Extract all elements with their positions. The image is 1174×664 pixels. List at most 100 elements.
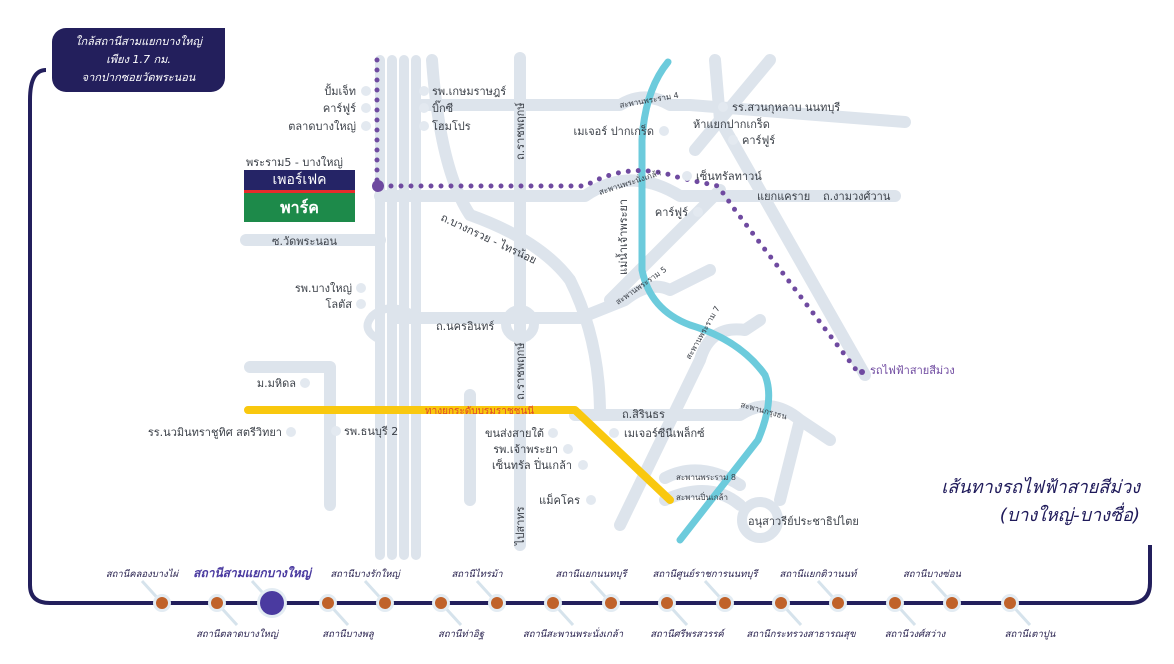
road-label: ถ.นครอินทร์ [436,320,494,333]
station[interactable]: สถานีบางซ่อน [903,568,962,612]
poi-label: บิ๊กซี [432,100,454,115]
callout-line: จากปากซอยวัดพระนอน [81,71,196,84]
chao-phraya-river [638,58,773,544]
station-list: สถานีคลองบางไผ่สถานีตลาดบางใหญ่ สถานีสามแ… [106,565,1056,640]
callout-line: ใกล้สถานีสามแยกบางใหญ่ [75,35,202,48]
poi-label: ขนส่งสายใต้ [485,427,544,440]
river-label: แม่น้ำเจ้าพระยา [615,199,630,275]
road-label: ถ.งามวงศ์วาน [823,190,891,203]
expressway-line [244,406,674,504]
station-label: สถานีเตาปูน [1005,628,1056,640]
station-marker[interactable] [1004,597,1016,609]
station-marker[interactable] [719,597,731,609]
station[interactable]: สถานีบางพลู [319,594,375,640]
distance-callout: ใกล้สถานีสามแยกบางใหญ่ เพียง 1.7 กม. จาก… [52,28,225,92]
project-caption: พระราม5 - บางใหญ่ [246,156,343,169]
poi-label: แม็คโคร [539,493,580,507]
station-label: สถานีศูนย์ราชการนนทบุรี [653,568,760,580]
station[interactable]: สถานีศรีพรสวรรค์ [650,594,726,640]
poi-label: รพ.เจ้าพระยา [493,443,558,456]
poi-label: ปั้มเจ็ท [324,83,356,98]
station-marker[interactable] [775,597,787,609]
road-label: ถ.ราชพฤกษ์ [514,342,527,400]
station-marker[interactable] [156,597,168,609]
station-marker[interactable] [946,597,958,609]
poi-label: อนุสาวรีย์ประชาธิปไตย [748,515,859,528]
station[interactable]: สถานีบางรักใหญ่ [330,568,402,612]
points-of-interest: ปั้มเจ็ท คาร์ฟูร์ ตลาดบางใหญ่ รพ.เกษมราษ… [148,83,859,528]
station-label: สถานีตลาดบางใหญ่ [196,628,280,640]
station-label: สถานีสะพานพระนั่งเกล้า [523,627,624,640]
station-label: สถานีแยกนนทบุรี [555,568,628,580]
station-marker[interactable] [322,597,334,609]
callout-line: เพียง 1.7 กม. [106,53,171,66]
station[interactable]: สถานีสามแยกบางใหญ่ [193,565,313,618]
bang-yai-junction-marker [372,180,384,192]
station-label: สถานีสามแยกบางใหญ่ [193,565,313,580]
poi-label: โฮมโปร [432,119,471,133]
station-marker[interactable] [605,597,617,609]
poi-label: รร.สวนกุหลาบ นนทบุรี [732,101,840,114]
poi-label: เซ็นทรัล ปิ่นเกล้า [492,457,572,472]
poi-label: คาร์ฟูร์ [742,134,775,147]
road-label: ไปสาทร [514,506,527,546]
purple-line-label: รถไฟฟ้าสายสีม่วง [870,364,955,377]
station[interactable]: สถานีท่าอิฐ [432,594,485,640]
station[interactable]: สถานีแยกนนทบุรี [555,568,629,612]
station[interactable]: สถานีแยกติวานนท์ [780,568,859,612]
road-label: ถ.สิรินธร [622,408,665,421]
station-label: สถานีศรีพรสวรรค์ [650,628,726,640]
heading-line2: (บางใหญ่-บางซื่อ) [999,505,1140,526]
poi-label: เมเจอร์ซีนีเพล็กซ์ [624,426,705,440]
station[interactable]: สถานีวงศ์สว่าง [885,594,947,640]
station-marker[interactable] [379,597,391,609]
road-label: ถ.ราชพฤกษ์ [514,102,527,160]
station-label: สถานีกระทรวงสาธารณสุข [746,628,856,640]
station-marker[interactable] [435,597,447,609]
heading-line1: เส้นทางรถไฟฟ้าสายสีม่วง [941,477,1140,498]
station[interactable]: สถานีกระทรวงสาธารณสุข [746,594,856,640]
station-label: สถานีคลองบางไผ่ [106,568,180,580]
station-label: สถานีบางพลู [322,628,375,640]
poi-label: รพ.ธนบุรี 2 [344,425,398,438]
poi-label: เซ็นทรัลทาวน์ [696,169,762,183]
poi-label: รพ.เกษมราษฎร์ [432,85,506,98]
perfect-park-logo: เพอร์เฟค พาร์ค [244,170,355,222]
station-label: สถานีวงศ์สว่าง [885,628,947,640]
station-label: สถานีบางรักใหญ่ [330,568,401,580]
bridge-label: สะพานปิ่นเกล้า [676,491,728,502]
logo-bottom: พาร์ค [244,193,355,222]
poi-label: ม.มหิดล [257,377,296,390]
station-marker[interactable] [547,597,559,609]
poi-label: คาร์ฟูร์ [655,206,688,219]
road-label: ซ.วัดพระนอน [272,235,337,248]
current-station-marker[interactable] [260,591,284,615]
logo-top: เพอร์เฟค [244,170,355,193]
poi-label: รพ.บางใหญ่ [295,282,352,295]
station-marker[interactable] [211,597,223,609]
station[interactable]: สถานีสะพานพระนั่งเกล้า [523,594,624,640]
station[interactable]: สถานีคลองบางไผ่ [106,568,180,612]
station-label: สถานีไทรม้า [451,568,503,580]
station-marker[interactable] [832,597,844,609]
expressway-label: ทางยกระดับบรมราชชนนี [425,405,534,417]
poi-label: คาร์ฟูร์ [323,102,356,115]
purple-line-track [28,68,1152,605]
bridge-label: สะพานพระราม 8 [676,473,736,482]
road-label: ห้าแยกปากเกร็ด [693,117,770,131]
station-label: สถานีบางซ่อน [903,568,962,580]
map-heading: เส้นทางรถไฟฟ้าสายสีม่วง (บางใหญ่-บางซื่อ… [930,474,1140,530]
station-marker[interactable] [889,597,901,609]
road-label: แยกแคราย [757,190,810,203]
poi-label: รร.นวมินทราชูทิศ สตรีวิทยา [148,426,282,439]
station[interactable]: สถานีเตาปูน [1001,594,1056,640]
station-marker[interactable] [661,597,673,609]
station-marker[interactable] [491,597,503,609]
station[interactable]: สถานีศูนย์ราชการนนทบุรี [653,568,760,612]
poi-label: เมเจอร์ ปากเกร็ด [573,124,654,138]
station[interactable]: สถานีตลาดบางใหญ่ [196,594,280,640]
poi-label: โลตัส [325,297,352,311]
station[interactable]: สถานีไทรม้า [451,568,506,612]
